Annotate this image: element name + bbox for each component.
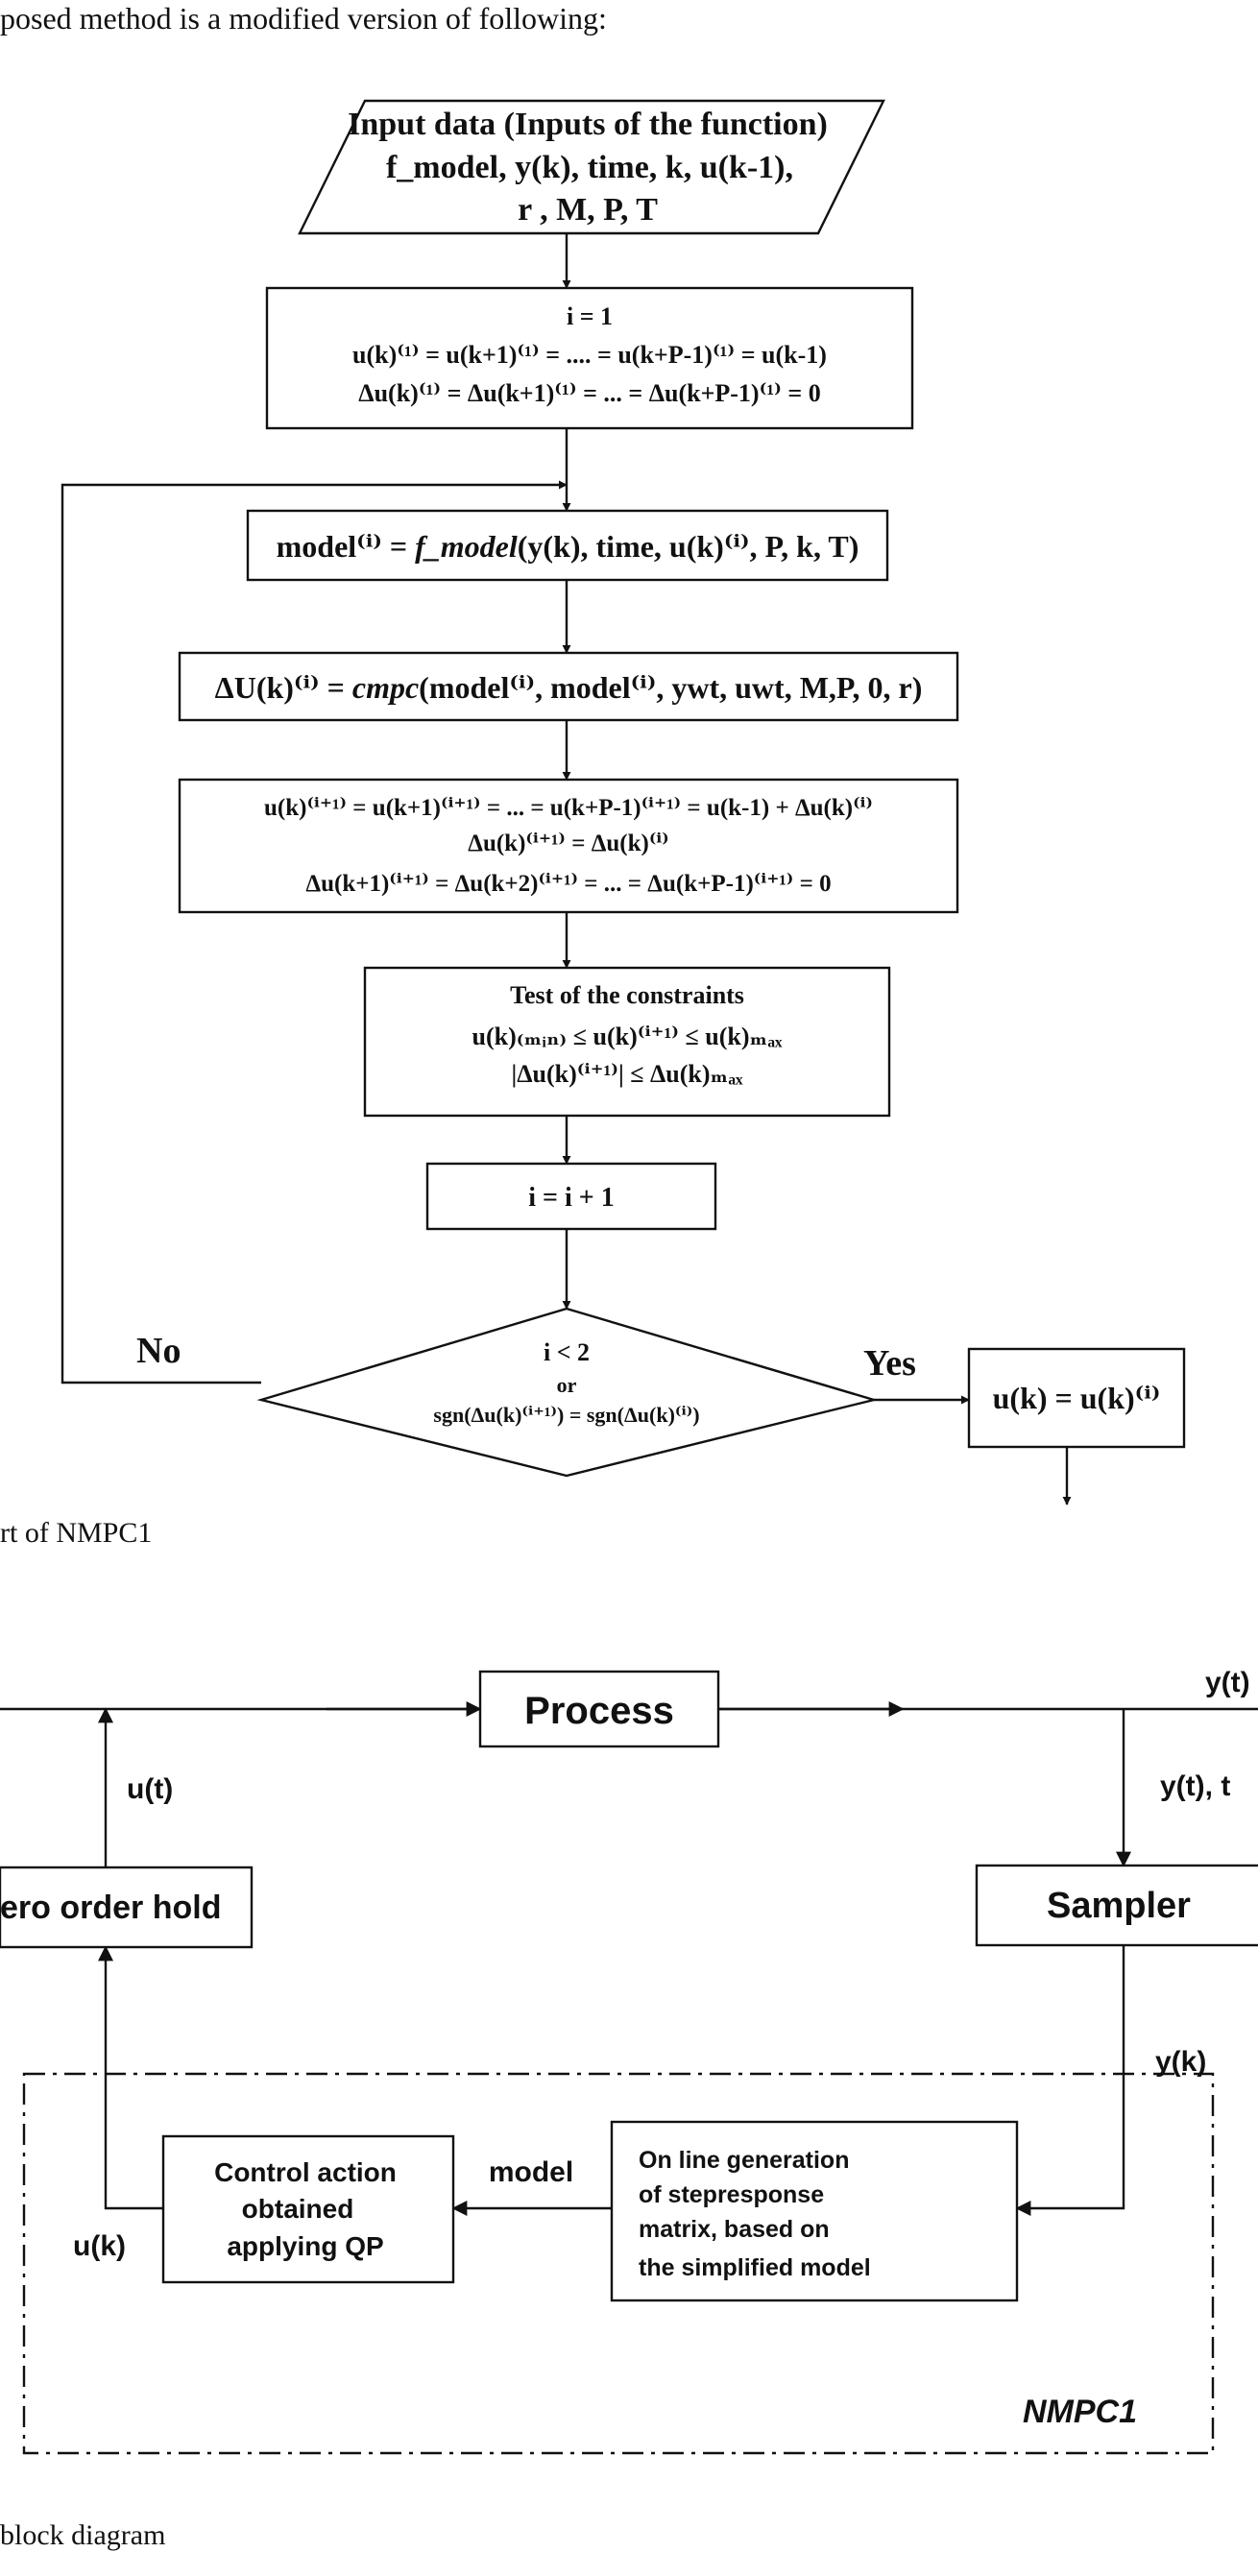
- cmpc-step-func: cmpc: [352, 670, 419, 705]
- intro-text: posed method is a modified version of fo…: [0, 1, 607, 36]
- cmpc-step-node: [178, 651, 959, 722]
- model-step-args: (y(k), time, u(k)⁽ⁱ⁾, P, k, T): [518, 529, 859, 564]
- constraints-line-2: u(k)₍ₘᵢₙ₎ ≤ u(k)⁽ⁱ⁺¹⁾ ≤ u(k)ₘₐₓ: [472, 1023, 784, 1050]
- model-label: model: [489, 2156, 573, 2188]
- init-node: [265, 286, 914, 430]
- online-line-4: the simplified model: [639, 2254, 871, 2281]
- online-generation-block: [610, 2120, 1019, 2302]
- process-block: [478, 1670, 720, 1748]
- decision-node: [256, 1307, 879, 1478]
- input-line-2: f_model, y(k), time, k, u(k-1),: [386, 150, 793, 185]
- control-action-block: [161, 2134, 455, 2284]
- update-line-1: u(k)⁽ⁱ⁺¹⁾ = u(k+1)⁽ⁱ⁺¹⁾ = ... = u(k+P-1)…: [264, 795, 873, 821]
- update-node: [178, 778, 959, 914]
- online-line-2: of stepresponse: [639, 2181, 824, 2208]
- sampler-block: [975, 1864, 1258, 1947]
- model-step-func: f_model: [415, 529, 518, 564]
- decision-line-3: sgn(Δu(k)⁽ⁱ⁺¹⁾) = sgn(Δu(k)⁽ⁱ⁾): [433, 1403, 699, 1427]
- increment-text: i = i + 1: [528, 1183, 614, 1213]
- input-line-3: r , M, P, T: [518, 192, 658, 228]
- y-t-output-label: y(t): [1205, 1667, 1250, 1698]
- update-line-3: Δu(k+1)⁽ⁱ⁺¹⁾ = Δu(k+2)⁽ⁱ⁺¹⁾ = ... = Δu(k…: [305, 871, 831, 897]
- loop-back-line: [60, 480, 568, 1384]
- sampler-label: Sampler: [1047, 1886, 1191, 1926]
- cmpc-step-text: ΔU(k)⁽ⁱ⁾ = cmpc(model⁽ⁱ⁾, model⁽ⁱ⁾, ywt,…: [215, 670, 923, 705]
- nmpc1-label: NMPC1: [1023, 2394, 1137, 2430]
- online-line-3: matrix, based on: [639, 2216, 830, 2243]
- constraints-line-3: |Δu(k)⁽ⁱ⁺¹⁾| ≤ Δu(k)ₘₐₓ: [512, 1060, 744, 1088]
- caption-1: rt of NMPC1: [0, 1517, 152, 1549]
- result-text: u(k) = u(k)⁽ⁱ⁾: [993, 1381, 1161, 1415]
- online-line-1: On line generation: [639, 2147, 849, 2174]
- u-t-label: u(t): [127, 1773, 173, 1805]
- decision-line-1: i < 2: [544, 1338, 590, 1366]
- input-line-1: Input data (Inputs of the function): [348, 107, 828, 142]
- model-step-node: [246, 509, 889, 582]
- cmpc-step-args: (model⁽ⁱ⁾, model⁽ⁱ⁾, ywt, uwt, M,P, 0, r…: [419, 670, 922, 705]
- input-data-node: [298, 99, 885, 235]
- caption-2: block diagram: [0, 2519, 165, 2551]
- increment-node: [425, 1162, 717, 1231]
- sampler-to-online-line: [1015, 1945, 1125, 2216]
- cmpc-step-lhs: ΔU(k)⁽ⁱ⁾ =: [215, 670, 352, 705]
- process-label: Process: [524, 1690, 674, 1732]
- decision-line-2: or: [557, 1373, 577, 1397]
- control-to-zoh-line: [98, 1945, 163, 2210]
- control-line-2: obtained: [242, 2194, 354, 2224]
- no-label: No: [136, 1331, 181, 1371]
- constraints-node: [363, 966, 891, 1118]
- constraints-line-1: Test of the constraints: [510, 981, 744, 1009]
- nmpc1-region: [22, 2072, 1215, 2455]
- result-node: [967, 1347, 1186, 1449]
- u-k-label: u(k): [73, 2230, 126, 2262]
- update-line-2: Δu(k)⁽ⁱ⁺¹⁾ = Δu(k)⁽ⁱ⁾: [468, 831, 668, 856]
- control-line-3: applying QP: [227, 2231, 383, 2261]
- yes-label: Yes: [863, 1343, 916, 1384]
- y-k-label: y(k): [1155, 2046, 1206, 2078]
- init-line-2: u(k)⁽¹⁾ = u(k+1)⁽¹⁾ = .... = u(k+P-1)⁽¹⁾…: [352, 341, 827, 369]
- zoh-label: ero order hold: [0, 1890, 221, 1926]
- zero-order-hold-block: [0, 1866, 254, 1949]
- init-line-3: Δu(k)⁽¹⁾ = Δu(k+1)⁽¹⁾ = ... = Δu(k+P-1)⁽…: [358, 379, 820, 407]
- y-t-t-label: y(t), t: [1160, 1770, 1230, 1802]
- control-line-1: Control action: [214, 2157, 397, 2187]
- model-step-lhs: model⁽ⁱ⁾ =: [277, 529, 416, 564]
- init-line-1: i = 1: [567, 302, 613, 330]
- model-step-text: model⁽ⁱ⁾ = f_model(y(k), time, u(k)⁽ⁱ⁾, …: [277, 529, 859, 564]
